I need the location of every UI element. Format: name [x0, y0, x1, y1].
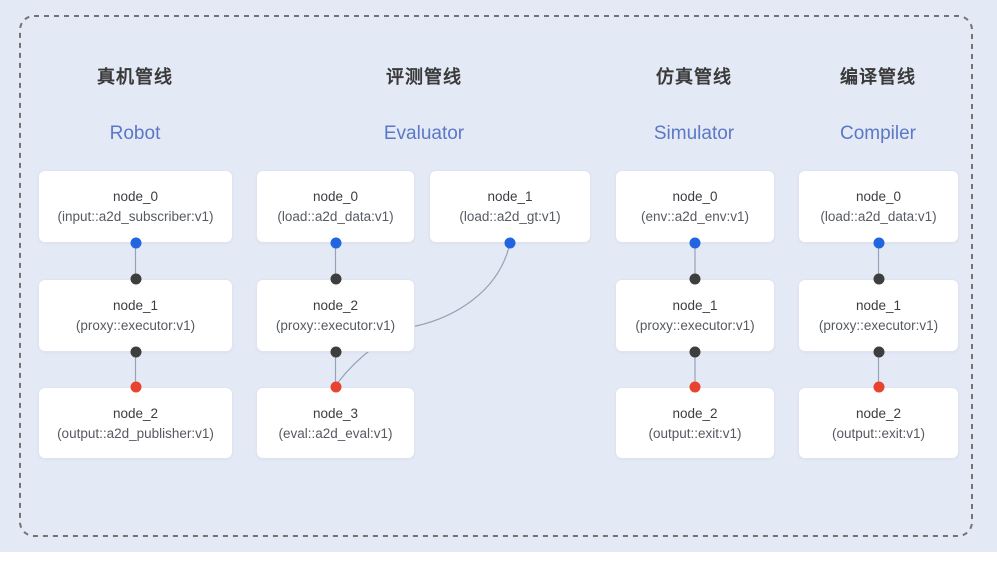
node-type: (output::exit:v1) [831, 425, 926, 441]
node-type: (output::exit:v1) [648, 425, 742, 441]
port-dot-blue-robot [130, 237, 141, 249]
node-evaluator-0: node_0 (load::a2d_data:v1) [256, 170, 415, 243]
node-type: (input::a2d_subscriber:v1) [57, 209, 214, 224]
port-dot-red-compiler [873, 381, 884, 393]
port-dot-black-evaluator-out [330, 346, 341, 358]
node-type: (output::a2d_publisher:v1) [57, 425, 214, 441]
node-simulator-2: node_2 (output::exit:v1) [615, 387, 775, 459]
node-name: node_3 [312, 405, 359, 421]
node-name: node_2 [312, 298, 359, 313]
node-type: (proxy::executor:v1) [275, 318, 396, 333]
node-robot-0: node_0 (input::a2d_subscriber:v1) [38, 170, 233, 243]
port-dot-black-compiler-in [873, 273, 884, 285]
pipeline-title-en-simulator: Simulator [653, 123, 735, 144]
node-robot-1: node_1 (proxy::executor:v1) [38, 279, 233, 352]
node-compiler-0: node_0 (load::a2d_data:v1) [798, 170, 959, 243]
node-evaluator-2: node_2 (proxy::executor:v1) [256, 279, 415, 352]
port-dot-blue-evaluator-data [330, 237, 341, 249]
node-robot-2: node_2 (output::a2d_publisher:v1) [38, 387, 233, 459]
pipeline-title-en-robot: Robot [109, 123, 161, 144]
pipeline-title-zh-simulator: 仿真管线 [656, 67, 732, 87]
port-dot-black-simulator-out [689, 346, 701, 358]
pipeline-title-zh-robot: 真机管线 [97, 67, 173, 87]
port-dot-black-robot-out [130, 346, 141, 358]
port-dot-black-simulator-in [689, 273, 701, 285]
node-type: (load::a2d_data:v1) [820, 209, 937, 224]
node-evaluator-3: node_3 (eval::a2d_eval:v1) [256, 387, 415, 459]
port-dot-red-robot [130, 381, 141, 393]
port-dot-red-simulator [689, 381, 701, 393]
node-name: node_2 [112, 405, 159, 421]
port-dot-blue-compiler [873, 237, 884, 249]
port-dot-black-evaluator-in [330, 273, 341, 285]
node-type: (proxy::executor:v1) [75, 318, 196, 333]
pipeline-title-en-compiler: Compiler [839, 123, 917, 144]
pipeline-title-zh-compiler: 编译管线 [840, 67, 916, 87]
node-type: (proxy::executor:v1) [818, 318, 939, 333]
port-dot-black-compiler-out [873, 346, 884, 358]
node-name: node_0 [855, 189, 902, 204]
port-dot-blue-evaluator-gt [504, 237, 516, 249]
port-dot-black-robot-in [130, 273, 141, 285]
node-evaluator-1: node_1 (load::a2d_gt:v1) [429, 170, 591, 243]
node-name: node_1 [672, 298, 718, 313]
node-simulator-1: node_1 (proxy::executor:v1) [615, 279, 775, 352]
pipeline-title-en-evaluator: Evaluator [383, 123, 465, 144]
port-dot-red-evaluator [330, 381, 341, 393]
node-name: node_1 [487, 189, 533, 204]
node-type: (env::a2d_env:v1) [640, 209, 750, 224]
node-name: node_1 [112, 298, 159, 313]
node-name: node_1 [855, 298, 902, 313]
node-type: (eval::a2d_eval:v1) [278, 425, 393, 441]
node-name: node_2 [672, 405, 718, 421]
node-simulator-0: node_0 (env::a2d_env:v1) [615, 170, 775, 243]
node-name: node_2 [855, 405, 902, 421]
edge-evaluator-n1-n3-curve [335, 242, 511, 386]
dashed-frame [19, 15, 973, 537]
node-type: (proxy::executor:v1) [635, 318, 755, 333]
port-dot-blue-simulator [689, 237, 701, 249]
node-type: (load::a2d_gt:v1) [459, 209, 561, 224]
node-type: (load::a2d_data:v1) [277, 209, 394, 224]
pipeline-title-zh-evaluator: 评测管线 [386, 67, 462, 87]
node-name: node_0 [112, 189, 159, 204]
node-name: node_0 [672, 189, 718, 204]
node-compiler-2: node_2 (output::exit:v1) [798, 387, 959, 459]
node-compiler-1: node_1 (proxy::executor:v1) [798, 279, 959, 352]
node-name: node_0 [312, 189, 359, 204]
